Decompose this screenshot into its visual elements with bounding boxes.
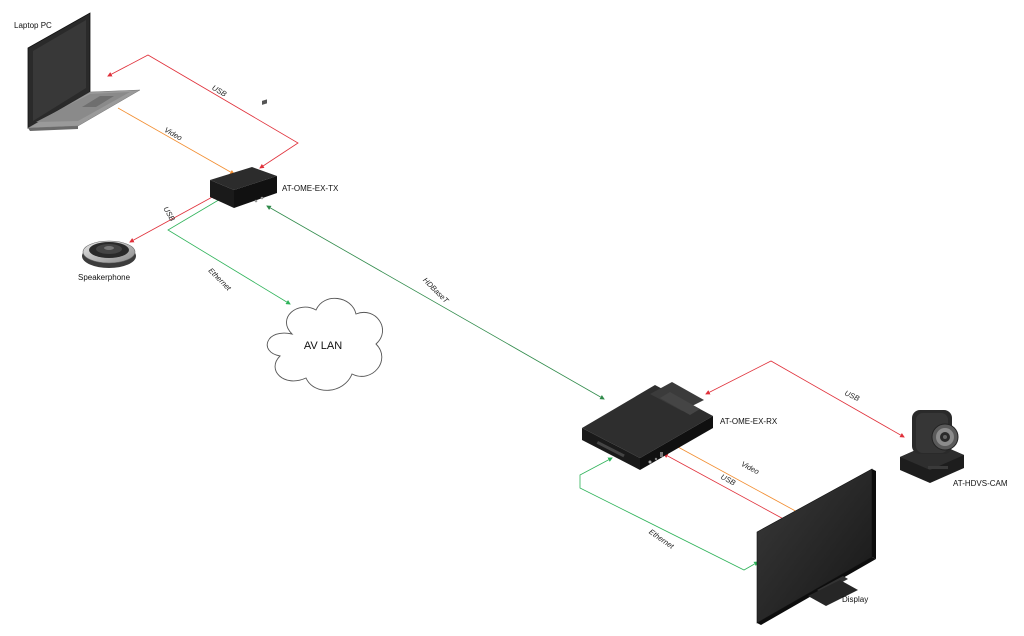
cable-rx-lan-ethernet: [579, 457, 759, 571]
cable-rx-camera-usb: [705, 360, 905, 438]
label-laptop-tx-video: Video: [163, 125, 184, 142]
av-lan-cloud-icon: [266, 297, 383, 391]
transmitter-device-icon: [210, 99, 277, 208]
label-tx-rx-hdbaset: HDBaseT: [421, 276, 451, 306]
av-lan-label: AV LAN: [304, 340, 342, 352]
ptz-camera-icon: [900, 410, 964, 483]
label-tx-lan-ethernet: Ethernet: [207, 266, 234, 293]
receiver-label: AT-OME-EX-RX: [720, 417, 778, 426]
speakerphone-icon: [82, 240, 136, 268]
label-rx-camera-usb: USB: [843, 388, 861, 403]
cable-rx-display-video: [677, 446, 802, 515]
camera-label: AT-HDVS-CAM: [953, 479, 1008, 488]
cable-tx-lan-ethernet: [167, 197, 291, 305]
laptop-icon: [27, 12, 141, 131]
display-icon: [756, 468, 876, 625]
cable-laptop-tx-video: [117, 107, 235, 175]
receiver-device-icon: [582, 382, 713, 470]
label-rx-lan-ethernet: Ethernet: [647, 527, 676, 551]
cable-tx-speaker-usb: [129, 194, 217, 243]
cable-tx-laptop-usb: [107, 54, 299, 169]
display-label: Display: [842, 595, 868, 604]
cable-tx-rx-hdbaset: [266, 205, 605, 400]
laptop-label: Laptop PC: [14, 21, 52, 30]
label-tx-laptop-usb: USB: [210, 83, 228, 99]
speakerphone-label: Speakerphone: [78, 273, 131, 282]
label-rx-display-video: Video: [740, 459, 761, 476]
label-tx-speaker-usb: USB: [161, 205, 177, 223]
cable-rx-display-usb: [663, 453, 790, 523]
transmitter-label: AT-OME-EX-TX: [282, 184, 339, 193]
